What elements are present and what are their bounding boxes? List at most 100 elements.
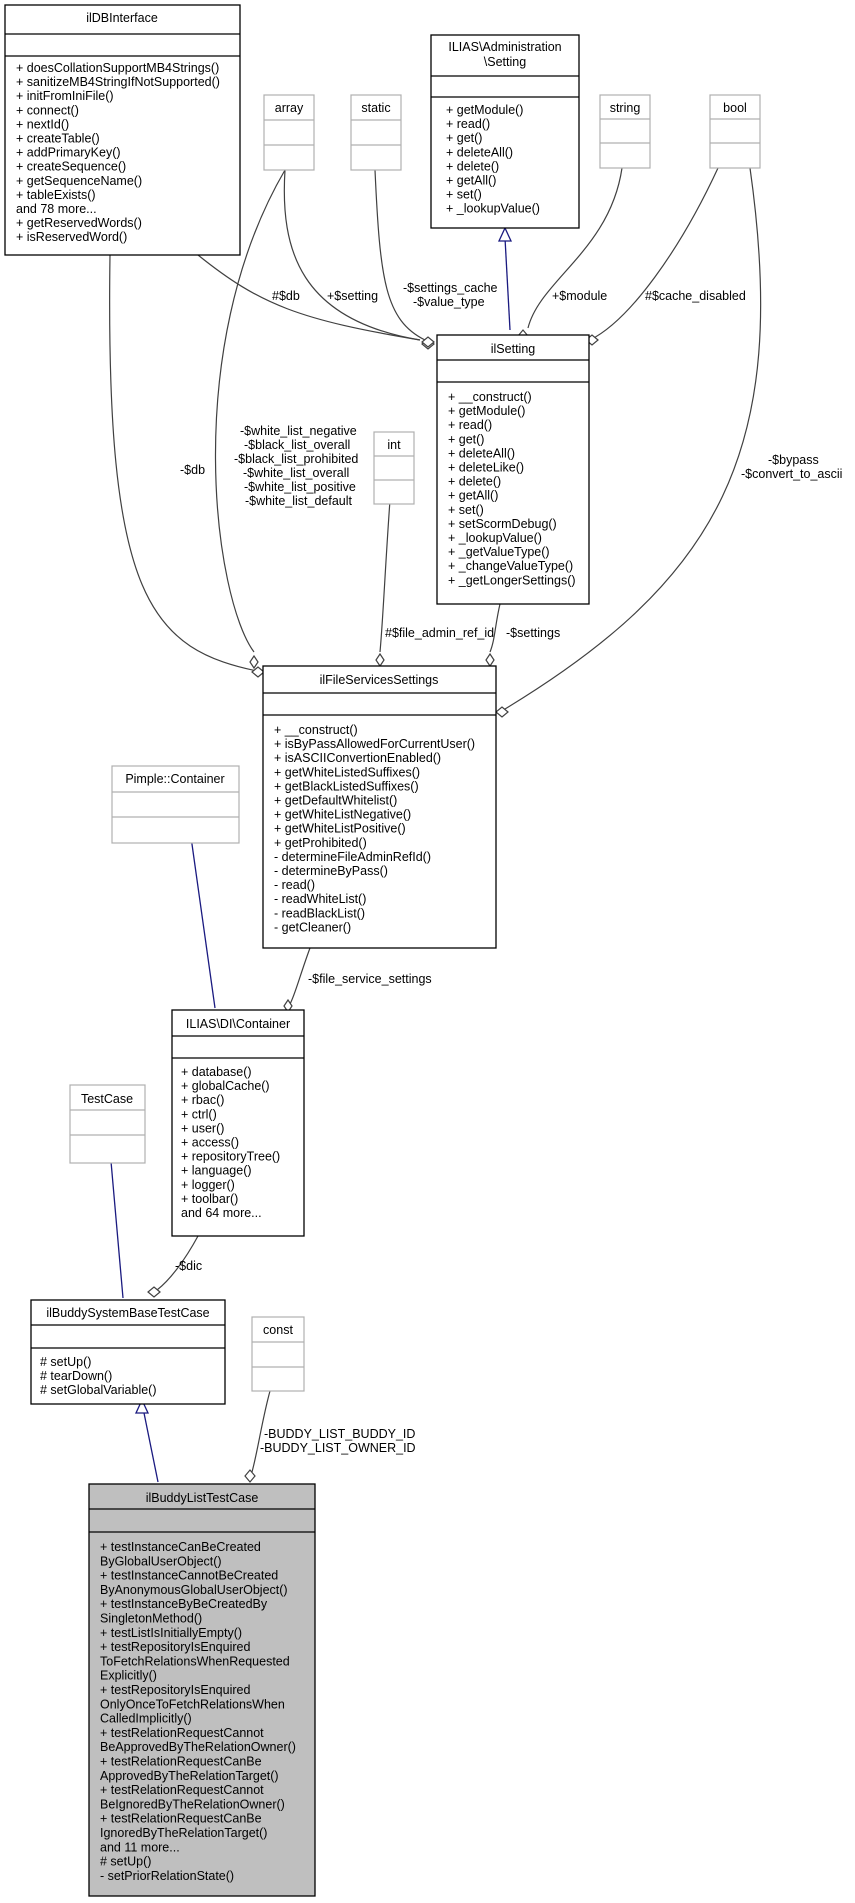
class-ilsetting: ilSetting + __construct()+ getModule()+ … <box>436 334 590 605</box>
triangle-adminsetting <box>497 226 513 242</box>
method-item: + getDefaultWhitelist() <box>274 794 397 808</box>
method-item: IgnoredByTheRelationTarget() <box>100 1826 267 1840</box>
method-item: + tableExists() <box>16 188 96 202</box>
method-item: + deleteLike() <box>448 461 524 475</box>
class-di-container: ILIAS\DI\Container + database()+ globalC… <box>171 1009 305 1237</box>
edge-db-to-filesettings <box>109 254 263 673</box>
class-name: static <box>361 101 390 115</box>
method-item: + getAll() <box>448 489 498 503</box>
class-ildbinterface: ilDBInterface + doesCollationSupportMB4S… <box>4 4 241 256</box>
method-item: - readBlackList() <box>274 906 365 920</box>
edge-bool-to-filesettings <box>499 167 762 713</box>
class-bool: bool <box>709 94 761 169</box>
method-item: + getWhiteListedSuffixes() <box>274 765 420 779</box>
class-ilbuddylisttestcase: ilBuddyListTestCase + testInstanceCanBeC… <box>88 1483 316 1897</box>
method-list: + database()+ globalCache()+ rbac()+ ctr… <box>181 1065 280 1220</box>
method-item: + getProhibited() <box>274 836 367 850</box>
method-item: + get() <box>446 131 482 145</box>
method-item: - determineByPass() <box>274 864 388 878</box>
method-item: SingletonMethod() <box>100 1612 202 1626</box>
method-item: + testInstanceByBeCreatedBy <box>100 1597 268 1611</box>
method-item: + _lookupValue() <box>446 202 540 216</box>
label-dic: -$dic <box>175 1259 202 1273</box>
method-item: + _lookupValue() <box>448 531 542 545</box>
class-name: array <box>275 101 304 115</box>
method-item: + testRelationRequestCanBe <box>100 1755 262 1769</box>
method-item: ApprovedByTheRelationTarget() <box>100 1769 279 1783</box>
method-item: CalledImplicitly() <box>100 1712 192 1726</box>
method-item: + access() <box>181 1136 239 1150</box>
diamond-base <box>147 1286 161 1298</box>
class-static: static <box>350 94 402 171</box>
diamond-ilsetting-2 <box>421 336 435 348</box>
method-item: + user() <box>181 1121 224 1135</box>
label-db-fs: -$db <box>180 463 205 477</box>
method-item: + doesCollationSupportMB4Strings() <box>16 61 219 75</box>
class-name-line2: \Setting <box>484 55 526 69</box>
method-item: + connect() <box>16 103 79 117</box>
class-ilfileservicessettings: ilFileServicesSettings + __construct()+ … <box>262 665 497 949</box>
edge-int-to-filesettings <box>379 499 391 653</box>
method-item: - readWhiteList() <box>274 892 366 906</box>
class-const: const <box>251 1316 305 1392</box>
method-item: - determineFileAdminRefId() <box>274 850 431 864</box>
method-list: + __construct()+ getModule()+ read()+ ge… <box>448 390 576 587</box>
method-item: + testInstanceCannotBeCreated <box>100 1569 278 1583</box>
method-item: and 11 more... <box>100 1840 180 1854</box>
method-item: # setUp() <box>40 1355 91 1369</box>
triangle-base <box>134 1398 150 1414</box>
label-bypass-2: -$convert_to_ascii <box>741 467 842 481</box>
class-name: bool <box>723 101 747 115</box>
diamond-fs-settings <box>485 652 495 668</box>
label-list-5: -$white_list_default <box>245 494 353 508</box>
method-item: + testRelationRequestCanBe <box>100 1812 262 1826</box>
diamond-fs-lists <box>249 654 259 670</box>
edge-string-to-ilsetting <box>527 167 623 329</box>
method-item: + _changeValueType() <box>448 559 573 573</box>
method-list: # setUp()# tearDown()# setGlobalVariable… <box>40 1355 157 1397</box>
class-array: array <box>263 94 315 171</box>
method-item: - getCleaner() <box>274 920 351 934</box>
method-list: + testInstanceCanBeCreatedByGlobalUserOb… <box>100 1540 296 1883</box>
method-item: BeApprovedByTheRelationOwner() <box>100 1740 296 1754</box>
method-item: + testListIsInitiallyEmpty() <box>100 1626 242 1640</box>
method-item: + toolbar() <box>181 1192 238 1206</box>
class-name: ilFileServicesSettings <box>320 673 439 687</box>
class-name: Pimple::Container <box>125 772 224 786</box>
edge-array-to-filesettings <box>214 169 286 653</box>
method-item: ByGlobalUserObject() <box>100 1554 222 1568</box>
method-item: + nextId() <box>16 117 69 131</box>
label-db-setting: #$db <box>272 289 300 303</box>
method-item: + database() <box>181 1065 252 1079</box>
method-item: + getWhiteListPositive() <box>274 822 406 836</box>
method-item: + testRepositoryIsEnquired <box>100 1683 250 1697</box>
edge-ilsetting-to-filesettings <box>489 603 501 653</box>
diamond-fs-int <box>375 652 385 668</box>
class-name: const <box>263 1323 293 1337</box>
label-list-0: -$white_list_negative <box>240 424 357 438</box>
diamond-listtestcase <box>244 1469 256 1483</box>
method-item: + isASCIIConvertionEnabled() <box>274 751 441 765</box>
method-item: + createSequence() <box>16 160 126 174</box>
class-name: ilBuddySystemBaseTestCase <box>46 1306 209 1320</box>
method-list: + __construct()+ isByPassAllowedForCurre… <box>274 723 475 934</box>
label-buddy-1: -BUDDY_LIST_BUDDY_ID <box>264 1427 415 1441</box>
method-item: + delete() <box>448 475 501 489</box>
label-cache-disabled: #$cache_disabled <box>645 289 746 303</box>
method-item: + rbac() <box>181 1093 224 1107</box>
method-item: + deleteAll() <box>448 446 515 460</box>
method-item: + getAll() <box>446 174 496 188</box>
label-settings: -$settings <box>506 626 560 640</box>
method-item: + logger() <box>181 1178 235 1192</box>
class-name: ilSetting <box>491 342 536 356</box>
edge-static-to-ilsetting <box>374 169 426 341</box>
method-item: + getSequenceName() <box>16 174 142 188</box>
method-item: # setGlobalVariable() <box>40 1383 157 1397</box>
method-item: + initFromIniFile() <box>16 89 114 103</box>
edge-adminsetting-to-ilsetting <box>504 237 511 331</box>
method-item: + repositoryTree() <box>181 1150 280 1164</box>
edge-bool-to-ilsetting <box>589 167 719 341</box>
edge-db-to-ilsetting <box>197 254 421 341</box>
class-name: string <box>610 101 641 115</box>
